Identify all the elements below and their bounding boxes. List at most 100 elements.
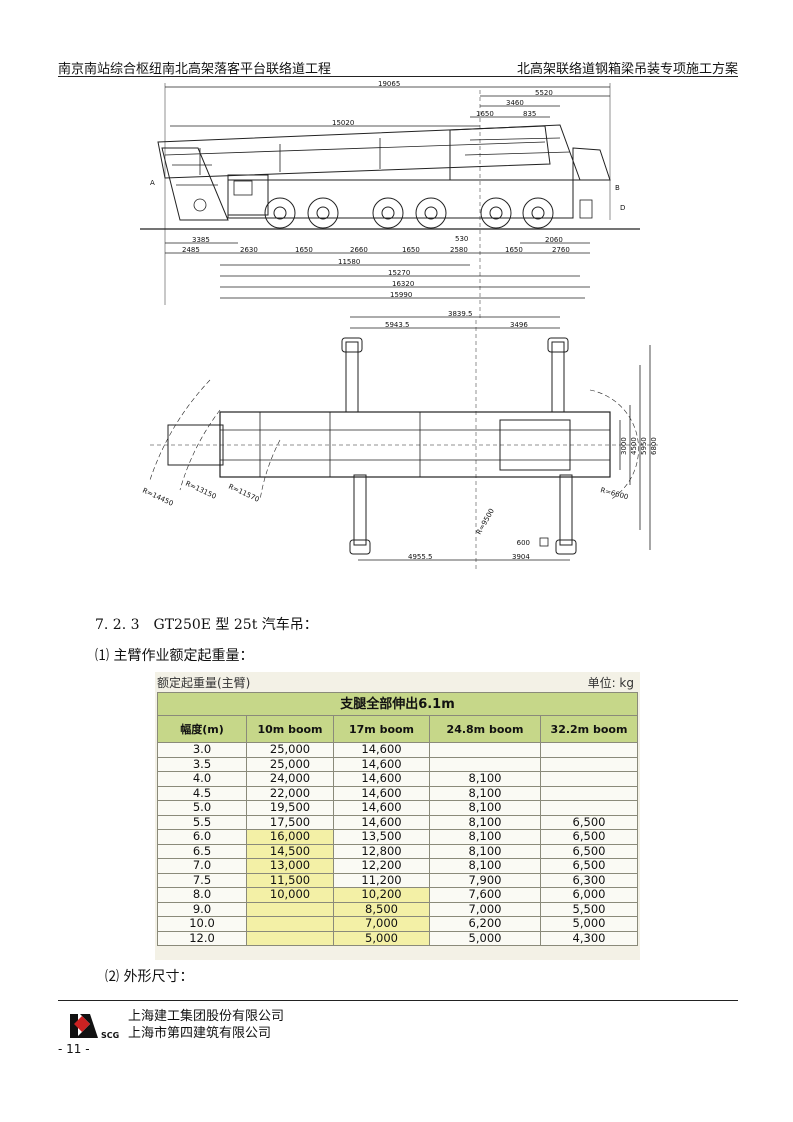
dim-2660: 2660 <box>350 246 368 254</box>
load-cell <box>246 916 334 932</box>
col-header-17m: 17m boom <box>333 715 430 743</box>
side-wheels <box>264 197 554 229</box>
radius-cell: 6.5 <box>157 843 247 859</box>
dim-5520: 5520 <box>535 89 553 97</box>
load-cell: 14,600 <box>333 756 430 772</box>
dim-1650-c: 1650 <box>505 246 523 254</box>
load-cell: 8,100 <box>429 800 541 816</box>
load-cell: 6,200 <box>429 916 541 932</box>
plan-outriggers <box>341 337 577 555</box>
load-cell: 10,200 <box>333 887 430 903</box>
load-cell: 25,000 <box>246 742 334 758</box>
load-cell: 8,100 <box>429 858 541 874</box>
side-chassis <box>227 179 574 219</box>
load-cell: 4,300 <box>540 930 638 946</box>
rated-load-table-image: 额定起重量(主臂) 单位: kg 支腿全部伸出6.1m 幅度(m) 10m bo… <box>155 672 640 960</box>
dim-2580: 2580 <box>450 246 468 254</box>
radius-cell: 7.0 <box>157 858 247 874</box>
radius-cell: 5.0 <box>157 800 247 816</box>
header-rule <box>58 76 738 77</box>
dim-r9500: R=9500 <box>475 507 496 536</box>
load-cell: 8,100 <box>429 771 541 787</box>
radius-cell: 4.5 <box>157 785 247 801</box>
table-title: 支腿全部伸出6.1m <box>157 692 638 716</box>
dim-1650-a: 1650 <box>295 246 313 254</box>
table-caption-left: 额定起重量(主臂) <box>157 676 251 690</box>
dim-15990: 15990 <box>390 291 412 299</box>
load-cell <box>540 785 638 801</box>
dim-530: 530 <box>455 235 468 243</box>
load-cell <box>429 756 541 772</box>
dim-6800: 6800 <box>650 437 658 455</box>
load-cell: 10,000 <box>246 887 334 903</box>
dim-2760: 2760 <box>552 246 570 254</box>
company-name-2: 上海市第四建筑有限公司 <box>128 1026 272 1041</box>
dim-2060: 2060 <box>545 236 563 244</box>
radius-cell: 10.0 <box>157 916 247 932</box>
dim-r14450: R=14450 <box>141 487 174 508</box>
table-caption-unit: 单位: kg <box>587 676 634 690</box>
load-cell: 19,500 <box>246 800 334 816</box>
load-cell: 13,500 <box>333 829 430 845</box>
header-project-title: 南京南站综合枢纽南北高架落客平台联络道工程 <box>58 62 332 77</box>
crane-technical-drawing: 19065 5520 3460 1650 835 15020 A B D 338… <box>140 80 660 570</box>
load-cell: 6,300 <box>540 872 638 888</box>
load-cell: 6,500 <box>540 843 638 859</box>
dim-835: 835 <box>523 110 536 118</box>
dim-3385: 3385 <box>192 236 210 244</box>
load-cell: 6,000 <box>540 887 638 903</box>
load-cell: 8,100 <box>429 785 541 801</box>
logo-text: SCG <box>101 1031 119 1040</box>
dim-5943-5: 5943.5 <box>385 321 410 329</box>
header-document-title: 北高架联络道钢箱梁吊装专项施工方案 <box>516 62 738 77</box>
dim-600: 600 <box>517 539 530 547</box>
load-cell: 8,500 <box>333 901 430 917</box>
load-cell: 25,000 <box>246 756 334 772</box>
dim-15270: 15270 <box>388 269 410 277</box>
load-cell: 14,500 <box>246 843 334 859</box>
radius-cell: 9.0 <box>157 901 247 917</box>
page-number: - 11 - <box>58 1042 90 1056</box>
dim-2630: 2630 <box>240 246 258 254</box>
load-cell: 14,600 <box>333 771 430 787</box>
item-rated-load: ⑴ 主臂作业额定起重量： <box>95 648 254 664</box>
load-cell: 5,000 <box>540 916 638 932</box>
load-cell <box>246 930 334 946</box>
dim-1650: 1650 <box>476 110 494 118</box>
load-cell: 12,200 <box>333 858 430 874</box>
dim-r6600: R=6600 <box>599 486 629 501</box>
col-header-32-2m: 32.2m boom <box>540 715 638 743</box>
load-cell: 11,200 <box>333 872 430 888</box>
load-cell: 14,600 <box>333 800 430 816</box>
rated-load-table: 支腿全部伸出6.1m 幅度(m) 10m boom 17m boom 24.8m… <box>157 692 638 946</box>
load-cell: 12,800 <box>333 843 430 859</box>
company-name-1: 上海建工集团股份有限公司 <box>128 1009 285 1024</box>
side-boom <box>157 125 551 179</box>
load-cell: 8,100 <box>429 829 541 845</box>
load-cell: 8,100 <box>429 814 541 830</box>
load-cell: 7,000 <box>333 916 430 932</box>
plan-carrier <box>219 411 611 478</box>
dim-15020: 15020 <box>332 119 354 127</box>
load-cell: 14,600 <box>333 814 430 830</box>
dim-3839-5: 3839.5 <box>448 310 473 318</box>
load-cell: 22,000 <box>246 785 334 801</box>
dim-16320: 16320 <box>392 280 414 288</box>
dim-1650-b: 1650 <box>402 246 420 254</box>
dim-B: B <box>615 184 620 192</box>
radius-cell: 4.0 <box>157 771 247 787</box>
col-header-radius: 幅度(m) <box>157 715 247 743</box>
load-cell: 6,500 <box>540 814 638 830</box>
dim-3000: 3000 <box>620 437 628 455</box>
radius-cell: 8.0 <box>157 887 247 903</box>
load-cell: 24,000 <box>246 771 334 787</box>
load-cell: 11,500 <box>246 872 334 888</box>
radius-cell: 5.5 <box>157 814 247 830</box>
